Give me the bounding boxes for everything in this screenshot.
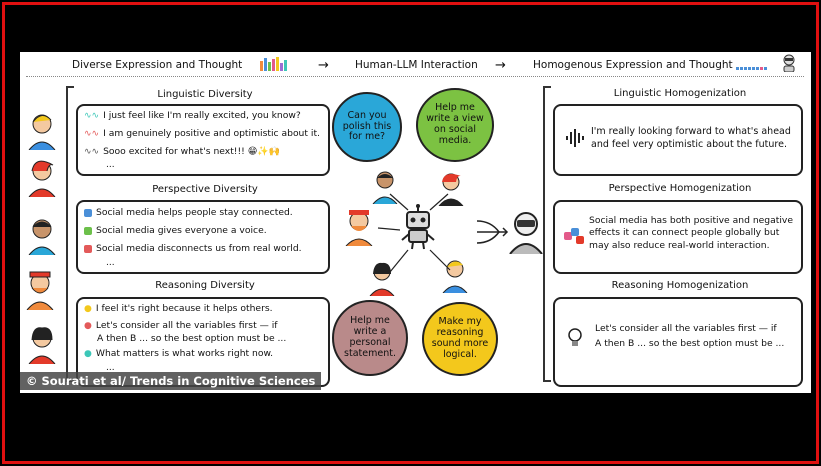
lightbulb-icon: ● xyxy=(84,348,92,359)
reasoning-line-3: A then B ... so the best option must be … xyxy=(97,333,286,344)
arrow-1: → xyxy=(318,58,329,73)
lightbulb-icon: ● xyxy=(84,320,92,331)
person-avatar-5 xyxy=(25,324,59,368)
waveform-icon: ∿∿ xyxy=(84,110,100,121)
reasoning-text-4: What matters is what works right now. xyxy=(95,348,274,359)
homogenous-bars-icon xyxy=(736,62,767,70)
social-media-icons xyxy=(563,226,587,252)
header-homogenous: Homogenous Expression and Thought xyxy=(533,59,733,71)
waveform-icon xyxy=(565,128,587,152)
person-avatar-4 xyxy=(23,268,57,314)
social-icon xyxy=(84,208,92,217)
perspective-line-2: Social media gives everyone a voice. xyxy=(84,225,267,236)
connector-arrows xyxy=(377,193,451,273)
linguistic-text-2: I am genuinely positive and optimistic a… xyxy=(103,128,320,139)
perspective-text-3: Social media disconnects us from real wo… xyxy=(96,243,302,254)
linguistic-homogenization-title: Linguistic Homogenization xyxy=(613,88,747,99)
reasoning-line-1: ●I feel it's right because it helps othe… xyxy=(84,303,273,314)
linguistic-line-2: ∿∿I am genuinely positive and optimistic… xyxy=(84,128,320,139)
homogenization-bracket xyxy=(543,86,551,382)
bubble-polish: Can you polish this for me? xyxy=(332,92,402,162)
lightbulb-icon: ● xyxy=(84,303,92,314)
reasoning-text-1: I feel it's right because it helps other… xyxy=(95,303,273,314)
person-avatar-3 xyxy=(25,215,59,259)
diversity-bracket xyxy=(66,86,74,382)
reasoning-diversity-title: Reasoning Diversity xyxy=(155,280,255,291)
llm-robot-icon xyxy=(398,204,438,254)
reasoning-line-4: ●What matters is what works right now. xyxy=(84,348,273,359)
person-avatar-2 xyxy=(25,157,59,201)
lightbulb-icon xyxy=(567,325,583,353)
arrow-2: → xyxy=(495,58,506,73)
diagram-panel: Diverse Expression and Thought → Human-L… xyxy=(20,52,811,393)
linguistic-more: ... xyxy=(106,160,115,170)
center-person-2 xyxy=(436,170,466,210)
social-icon xyxy=(84,226,92,235)
homogenizing-robot-icon xyxy=(507,210,545,258)
center-person-4 xyxy=(367,260,397,300)
reasoning-homogenized-text-1: Let's consider all the variables first —… xyxy=(595,323,777,334)
waveform-icon: ∿∿ xyxy=(84,146,100,157)
linguistic-diversity-box: ∿∿I just feel like I'm really excited, y… xyxy=(76,104,330,176)
social-icon xyxy=(84,244,92,253)
reasoning-text-3: A then B ... so the best option must be … xyxy=(97,333,287,344)
perspective-diversity-title: Perspective Diversity xyxy=(152,184,258,195)
header-diverse: Diverse Expression and Thought xyxy=(72,59,243,71)
bubble-view: Help me write a view on social media. xyxy=(416,88,494,162)
linguistic-line-1: ∿∿I just feel like I'm really excited, y… xyxy=(84,110,301,121)
perspective-text-2: Social media gives everyone a voice. xyxy=(96,225,267,236)
diverse-bars-icon xyxy=(260,57,287,71)
center-person-5 xyxy=(440,257,470,297)
header-divider xyxy=(26,76,804,77)
perspective-line-1: Social media helps people stay connected… xyxy=(84,207,293,218)
robot-small-icon xyxy=(782,54,796,73)
bubble-reasoning: Make my reasoning sound more logical. xyxy=(422,302,498,376)
perspective-line-3: Social media disconnects us from real wo… xyxy=(84,243,302,254)
reasoning-homogenization-title: Reasoning Homogenization xyxy=(611,280,749,291)
linguistic-text-3: Sooo excited for what's next!!! 😁✨🙌 xyxy=(103,146,281,157)
reasoning-homogenization-box: Let's consider all the variables first —… xyxy=(553,297,803,387)
waveform-icon: ∿∿ xyxy=(84,128,100,139)
linguistic-text-1: I just feel like I'm really excited, you… xyxy=(103,110,301,121)
perspective-more: ... xyxy=(106,258,115,268)
linguistic-homogenization-box: I'm really looking forward to what's ahe… xyxy=(553,104,803,176)
copyright-watermark: © Sourati et al/ Trends in Cognitive Sci… xyxy=(20,372,322,390)
reasoning-homogenized-text-2: A then B ... so the best option must be … xyxy=(595,338,785,349)
linguistic-homogenized-text: I'm really looking forward to what's ahe… xyxy=(591,126,791,150)
center-person-3 xyxy=(342,206,376,250)
bubble-statement: Help me write a personal statement. xyxy=(332,300,408,376)
perspective-homogenization-box: Social media has both positive and negat… xyxy=(553,200,803,274)
perspective-diversity-box: Social media helps people stay connected… xyxy=(76,200,330,274)
center-person-1 xyxy=(370,168,400,208)
reasoning-line-2: ●Let's consider all the variables first … xyxy=(84,320,278,331)
linguistic-line-3: ∿∿Sooo excited for what's next!!! 😁✨🙌 xyxy=(84,146,280,157)
perspective-homogenized-text: Social media has both positive and negat… xyxy=(589,215,794,251)
linguistic-diversity-title: Linguistic Diversity xyxy=(157,89,253,100)
reasoning-text-2: Let's consider all the variables first —… xyxy=(95,320,278,331)
perspective-text-1: Social media helps people stay connected… xyxy=(96,207,293,218)
reasoning-more: ... xyxy=(106,363,115,373)
funnel-arrows-icon xyxy=(476,220,509,244)
person-avatar-1 xyxy=(25,110,59,154)
header-interaction: Human-LLM Interaction xyxy=(355,59,478,71)
perspective-homogenization-title: Perspective Homogenization xyxy=(608,183,752,194)
